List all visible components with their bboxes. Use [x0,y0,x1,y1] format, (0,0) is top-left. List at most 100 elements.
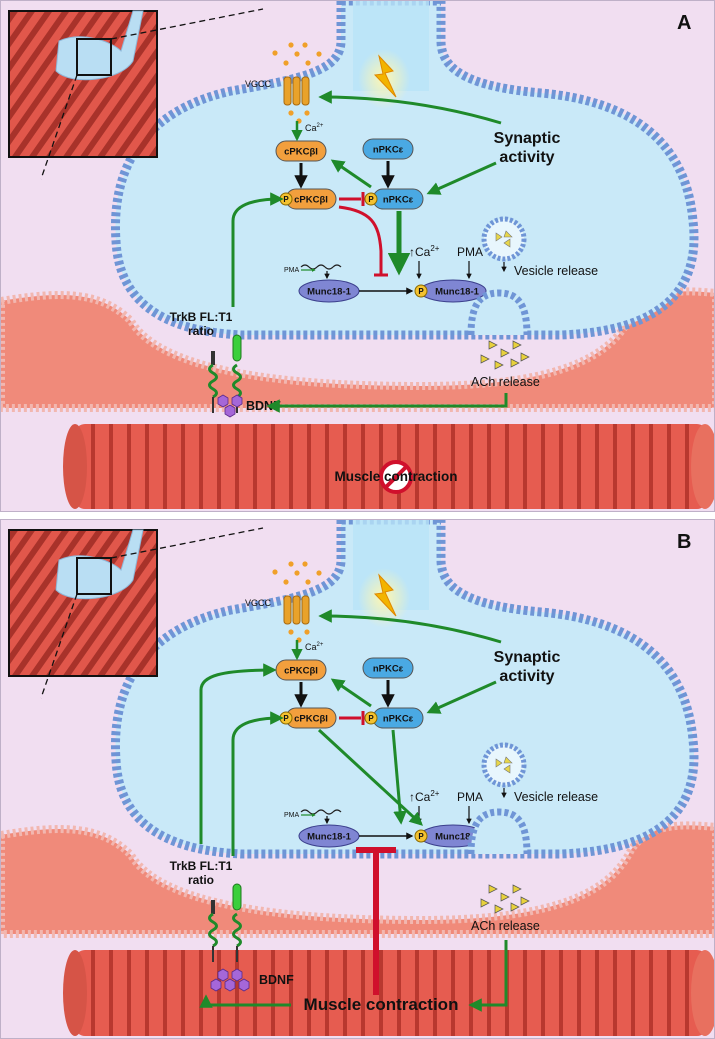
calcium-ion [288,561,294,567]
calcium-ion [316,51,322,57]
muscle-fiber [63,950,714,1036]
up-ca-label: ↑Ca2+ [409,789,440,804]
svg-text:Munc18-1: Munc18-1 [435,832,480,843]
ach-release-label: ACh release [471,375,540,389]
phospho-icon: P [364,711,378,725]
ca-label: Ca2+ [305,642,324,652]
pma-label: PMA [457,245,483,259]
bdnf-molecule [210,978,222,992]
action-potential-icon [358,49,410,109]
ach-molecule [488,884,498,894]
synaptic-to-npkc-arrow [426,680,497,714]
cpkc-node: cPKCβI [275,659,327,681]
npkc-to-cpkc-arrow [330,159,372,189]
p-npkc-node: nPKCε [372,188,424,210]
svg-text:cPKCβI: cPKCβI [294,195,328,206]
ach-molecule [500,892,510,902]
phospho-icon: P [279,711,293,725]
panel-a: A VGCC Ca2+ cPKCβI nPKCε cPKCβI P nPKCε P… [0,0,715,512]
svg-text:P: P [368,195,374,204]
up-ca-label: ↑Ca2+ [409,244,440,259]
panel-letter: B [677,531,691,553]
synaptic-vesicle-icon [481,216,527,262]
svg-text:P: P [418,287,424,296]
calcium-ion [294,570,300,576]
pma-small-label: PMA [284,267,300,274]
npkc-node: nPKCε [362,138,414,160]
zoom-line-bottom [40,593,78,699]
svg-text:P: P [283,195,289,204]
ach-molecule [480,898,490,908]
ach-molecule [510,358,520,368]
svg-text:P: P [283,714,289,723]
muscle-to-bdnf-arrow [199,994,291,1008]
calcium-ion [305,60,311,66]
pma-wave-icon [300,264,342,270]
p-npkc-node: nPKCε [372,707,424,729]
bdnf-molecule [217,968,229,982]
ach-molecule [520,352,530,362]
vgcc-label: VGCC [245,598,272,608]
pma-wave-icon [300,809,342,815]
bdnf-molecule [224,404,236,418]
calcium-ion [288,110,294,116]
postsynaptic-membrane [1,287,714,412]
ach-molecule [512,884,522,894]
inset-illustration [8,529,158,677]
calcium-ion [302,42,308,48]
ach-to-bdnf-arrow [266,393,508,413]
vgcc-label: VGCC [245,79,272,89]
fusion-pore [467,289,531,336]
npkc-node: nPKCε [362,657,414,679]
calcium-ion [288,629,294,635]
munc18-node: Munc18-1 [298,824,360,848]
ach-molecule [512,340,522,350]
vgcc-channel-icon [283,595,310,625]
trkb-t1-receptor-icon [208,351,218,413]
cpkc-to-munc-arrow [317,728,423,826]
svg-text:Munc18-1: Munc18-1 [307,287,352,298]
svg-text:nPKCε: nPKCε [373,664,404,675]
calcium-ion [304,110,310,116]
svg-text:cPKCβI: cPKCβI [284,147,318,158]
inset-illustration [8,10,158,158]
svg-text:P: P [418,832,424,841]
ach-molecule [510,902,520,912]
calcium-ion [302,561,308,567]
bdnf-molecule [231,394,243,408]
bdnf-molecule [238,978,250,992]
muscle-contraction-label: Muscle contraction [334,469,457,484]
calcium-ion [272,50,278,56]
panel-letter: A [677,12,691,34]
calcium-ion [304,629,310,635]
trkb-to-cpkc-top-arrow [199,663,277,844]
bdnf-molecule [217,394,229,408]
cpkc-inhibits-munc [338,205,383,275]
npkc-to-munc-arrow [391,729,407,825]
calcium-ion [305,579,311,585]
p-munc18-node: Munc18-1 [419,279,487,303]
calcium-ion [283,579,289,585]
trkb-t1-receptor-icon [208,900,218,962]
ach-molecule [520,896,530,906]
synaptic-to-vgcc-arrow [318,90,502,125]
svg-text:nPKCε: nPKCε [383,714,414,725]
munc18-node: Munc18-1 [298,279,360,303]
calcium-ion [294,51,300,57]
svg-text:Munc18-1: Munc18-1 [435,287,480,298]
bdnf-label: BDNF [259,973,294,987]
svg-text:Munc18-1: Munc18-1 [307,832,352,843]
ca-label: Ca2+ [305,123,324,133]
nerve-terminal [110,520,699,859]
calcium-ion [283,60,289,66]
ach-molecule [500,348,510,358]
calcium-ion [272,569,278,575]
vgcc-channel-icon [283,76,310,106]
trkb-fl-receptor-icon [232,883,242,962]
phospho-icon: P [414,284,428,298]
ach-molecule [494,360,504,370]
